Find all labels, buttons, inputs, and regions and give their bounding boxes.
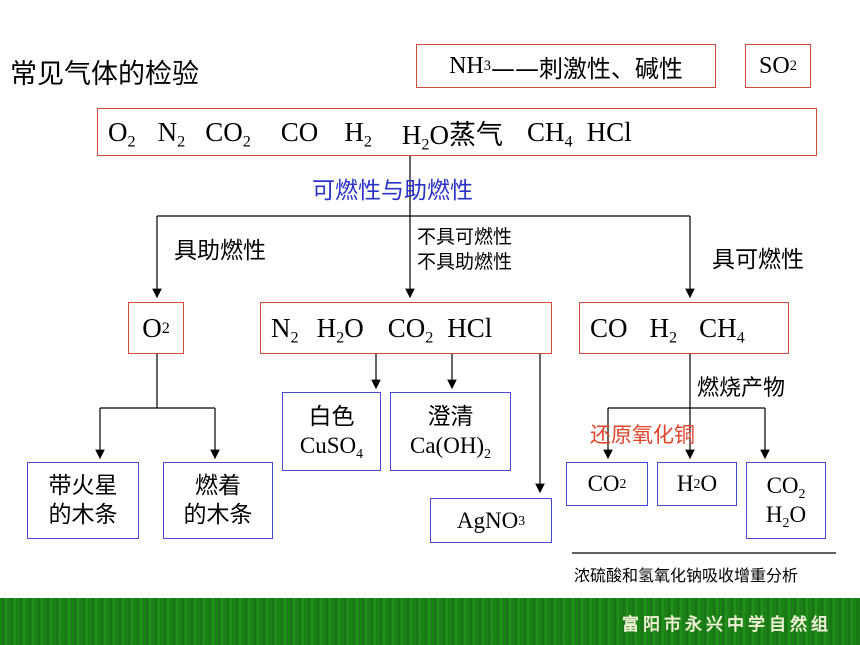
right-label: 具可燃性 [712,247,804,273]
page-title: 常见气体的检验 [10,59,199,90]
reduce-label: 还原氧化铜 [590,423,695,447]
gas-co2: CO2 [205,116,251,151]
nh3-formula: NH [449,52,484,79]
middle-label: 不具可燃性 不具助燃性 [417,225,512,274]
gas-o2: O2 [108,116,136,151]
nh3-desc: ——刺激性、碱性 [490,54,683,83]
mid-co2: CO2 [387,312,434,347]
product-co2-h2o-box: CO2 H2O [746,462,826,539]
glowing-splint-box: 带火星的木条 [27,462,139,539]
combustion-label: 燃烧产物 [697,376,786,401]
footer-school-name: 富阳市永兴中学自然组 [622,615,832,635]
white-cuso4-box: 白色 CuSO4 [282,392,381,471]
middle-label-line2: 不具助燃性 [417,250,513,273]
right-h2: H2 [649,312,678,347]
gas-n2: N2 [157,116,186,151]
so2-formula: SO [759,52,790,79]
gases-row-box: O2 N2 CO2 CO H2 H2O蒸气 CH4 HCl [97,108,817,156]
right-ch4: CH4 [699,312,745,347]
gas-hcl: HCl [586,116,632,147]
gas-h2o-vapor: H2O蒸气 [401,119,503,154]
analysis-note: 浓硫酸和氢氧化钠吸收增重分析 [574,566,799,585]
mid-n2: N2 [271,312,299,347]
non-combustible-box: N2 H2O CO2 HCl [260,302,552,354]
gas-co: CO [280,116,319,147]
middle-label-line1: 不具可燃性 [417,226,513,248]
mid-h2o: H2O [316,312,364,347]
branch-label: 可燃性与助燃性 [312,178,473,204]
footer-bar: 富阳市永兴中学自然组 [0,598,860,645]
gas-h2: H2 [344,116,372,151]
right-co: CO [590,312,628,343]
mid-hcl: HCl [447,312,493,343]
burning-splint-box: 燃着的木条 [163,462,273,539]
left-label: 具助燃性 [174,238,266,264]
limewater-box: 澄清 Ca(OH)2 [390,392,511,471]
gas-ch4: CH4 [527,116,573,151]
combustible-box: CO H2 CH4 [579,302,789,354]
